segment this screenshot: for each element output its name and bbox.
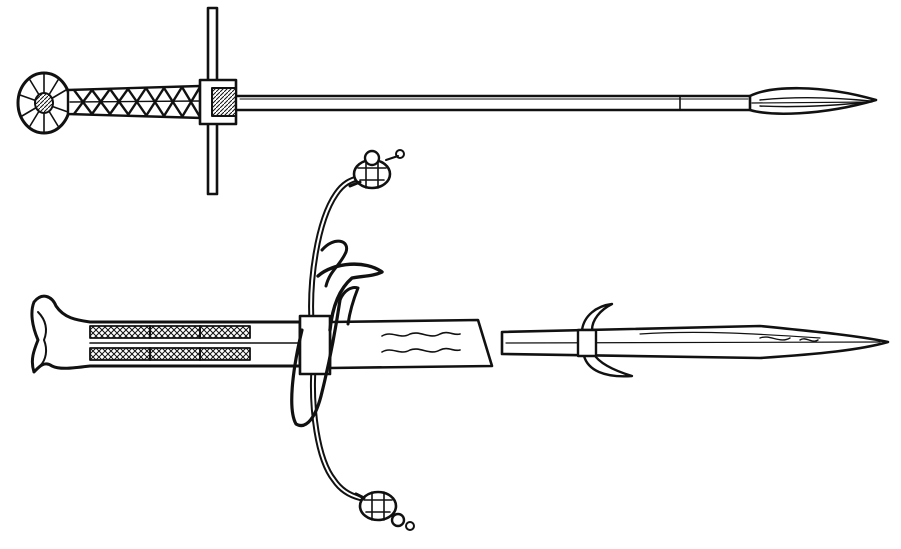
parrying-crossguard	[290, 175, 384, 501]
parrying-grip	[30, 294, 302, 374]
parrying-upper-finial	[348, 149, 405, 190]
estoc-sword	[16, 6, 878, 196]
parrying-sword	[30, 149, 890, 531]
parrying-ricasso	[328, 318, 494, 370]
estoc-grip	[66, 84, 204, 120]
estoc-pommel	[16, 71, 72, 135]
estoc-crossguard	[198, 6, 238, 196]
estoc-blade	[234, 86, 878, 115]
parrying-blade	[500, 302, 890, 378]
parrying-lower-finial	[354, 490, 415, 531]
